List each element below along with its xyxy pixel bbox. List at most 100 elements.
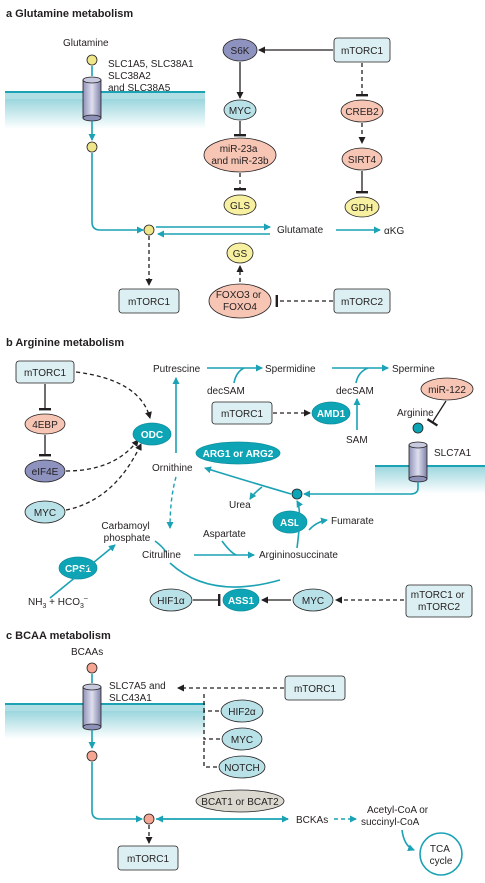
cyto-arginine-dot [291,488,303,500]
glutamate-label: Glutamate [277,225,324,236]
hif2a-label: HIF2α [228,707,256,718]
panel-c: c BCAA metabolism BCAAs SLC7A5 and SLC43… [5,630,463,876]
notch-link [203,739,217,768]
cytosolic-glutamine-dot [86,141,98,153]
panel-c-heading: c BCAA metabolism [6,630,111,642]
panel-a: a Glutamine metabolism Glutamine SLC1A5,… [5,8,404,319]
ornithine-label: Ornithine [152,463,193,474]
decsam-2-label: decSAM [336,386,374,397]
4ebp-node [24,413,66,435]
myc-odc-arrow [65,443,142,511]
tca-label: TCA cycle [430,844,453,867]
mir122-node [420,377,474,401]
panel-a-heading: a Glutamine metabolism [6,8,133,20]
cps1-node [58,556,98,580]
odc-node [132,422,172,446]
myc-bottom-label: MYC [302,596,324,607]
argsucc-label: Argininosuccinate [259,550,338,561]
asl-fumarate-arrow [308,517,328,531]
panel-b-heading: b Arginine metabolism [6,337,124,349]
myc-left-node [24,500,66,524]
bcaa-dot [86,662,98,674]
arginine-dot [412,422,424,434]
transporters-a-label: SLC1A5, SLC38A1 SLC38A2 and SLC38A5 [108,59,196,94]
bcat-node [195,789,285,813]
eif4e-node [24,459,66,483]
hif2a-node [220,699,264,723]
mir23-label: miR-23a and miR-23b [211,144,269,167]
asl-label: ASL [280,518,300,529]
spermidine-label: Spermidine [265,364,316,375]
4ebp-label: 4EBP [32,420,58,431]
creb2-node [340,99,384,123]
membrane-b [375,466,485,494]
nh3-carbamoyl-arrow [49,544,116,599]
glutamine-to-cyto-arrow [91,153,144,234]
membrane-c-gradient [5,711,205,739]
gs-label: GS [233,249,248,260]
mtorc1-bottom-a-label: mTORC1 [128,297,170,308]
mir23-node [203,137,277,173]
bcat-label: BCAT1 or BCAT2 [201,797,279,808]
arginine-urea-arrow [249,486,263,500]
transporter-slc7a1 [408,441,428,483]
ass1-node [222,588,260,612]
citrulline-label: Citrulline [142,550,181,561]
decsam-2-curve [355,367,369,384]
acetyl-label: Acetyl-CoA or succinyl-CoA [361,805,431,828]
mtorc1-top-box [333,37,391,63]
putrescine-label: Putrescine [153,364,201,375]
gls-node [223,194,257,216]
mir122-slc7a1-inhibit [426,400,447,427]
myc-a-label: MYC [229,106,251,117]
odc-label: ODC [141,430,163,441]
mtorc1-left-box [15,360,75,384]
mtorc12-box [405,584,473,618]
akg-label: αKG [384,226,404,237]
amd1-node [311,401,351,425]
myc-left-label: MYC [34,508,56,519]
mtorc1-right-box [284,675,346,701]
mtorc1-left-label: mTORC1 [24,368,66,379]
aspartate-curve [221,540,237,556]
glutamine-cyto-dot [143,224,155,236]
carbamoyl-citrulline-curve [154,540,167,553]
glutamine-label: Glutamine [63,38,109,49]
bcaas-label: BCAAs [71,647,103,658]
urea-label: Urea [229,500,251,511]
bcaa-cyto-dot [143,813,155,825]
spermine-label: Spermine [392,364,435,375]
transporter-c [82,683,102,731]
transporters-c-label: SLC7A5 and SLC43A1 [109,681,169,704]
hif1a-node [149,588,193,612]
sirt4-label: SIRT4 [348,155,377,166]
mtorc2-a-label: mTORC2 [341,297,383,308]
hif1a-label: HIF1α [157,596,185,607]
membrane-c [5,704,205,711]
myc-c-label: MYC [231,735,253,746]
myc-c-link [203,711,220,740]
mtorc1-mid-label: mTORC1 [221,409,263,420]
arg-label: ARG1 or ARG2 [203,449,274,460]
ass1-label: ASS1 [228,596,255,607]
argsucc-arginine-arrow [296,500,303,549]
cycle-bottom-curve [169,562,281,588]
creb2-label: CREB2 [345,107,379,118]
mtorc1-bottom-c-label: mTORC1 [127,854,169,865]
hif2a-link [203,694,219,712]
mtorc1-right-label: mTORC1 [294,684,336,695]
arginine-label: Arginine [397,408,434,419]
mtorc1-bottom-box-a [118,288,180,314]
bcaa-to-cyto-arrow [91,762,143,823]
mtorc1-top-label: mTORC1 [341,46,383,57]
mtorc12-label: mTORC1 or mTORC2 [411,590,468,613]
acetyl-tca-arrow [401,829,415,852]
foxo-node [208,283,272,319]
arginine-ornithine-arrow [204,466,292,495]
arg-node [195,441,281,465]
notch-node [218,755,266,779]
ornithine-citrulline-arrow [166,476,177,529]
eif4e-label: eIF4E [32,467,59,478]
mtorc1-bottom-box-c [117,845,179,871]
foxo-label: FOXO3 or FOXO4 [216,290,264,313]
